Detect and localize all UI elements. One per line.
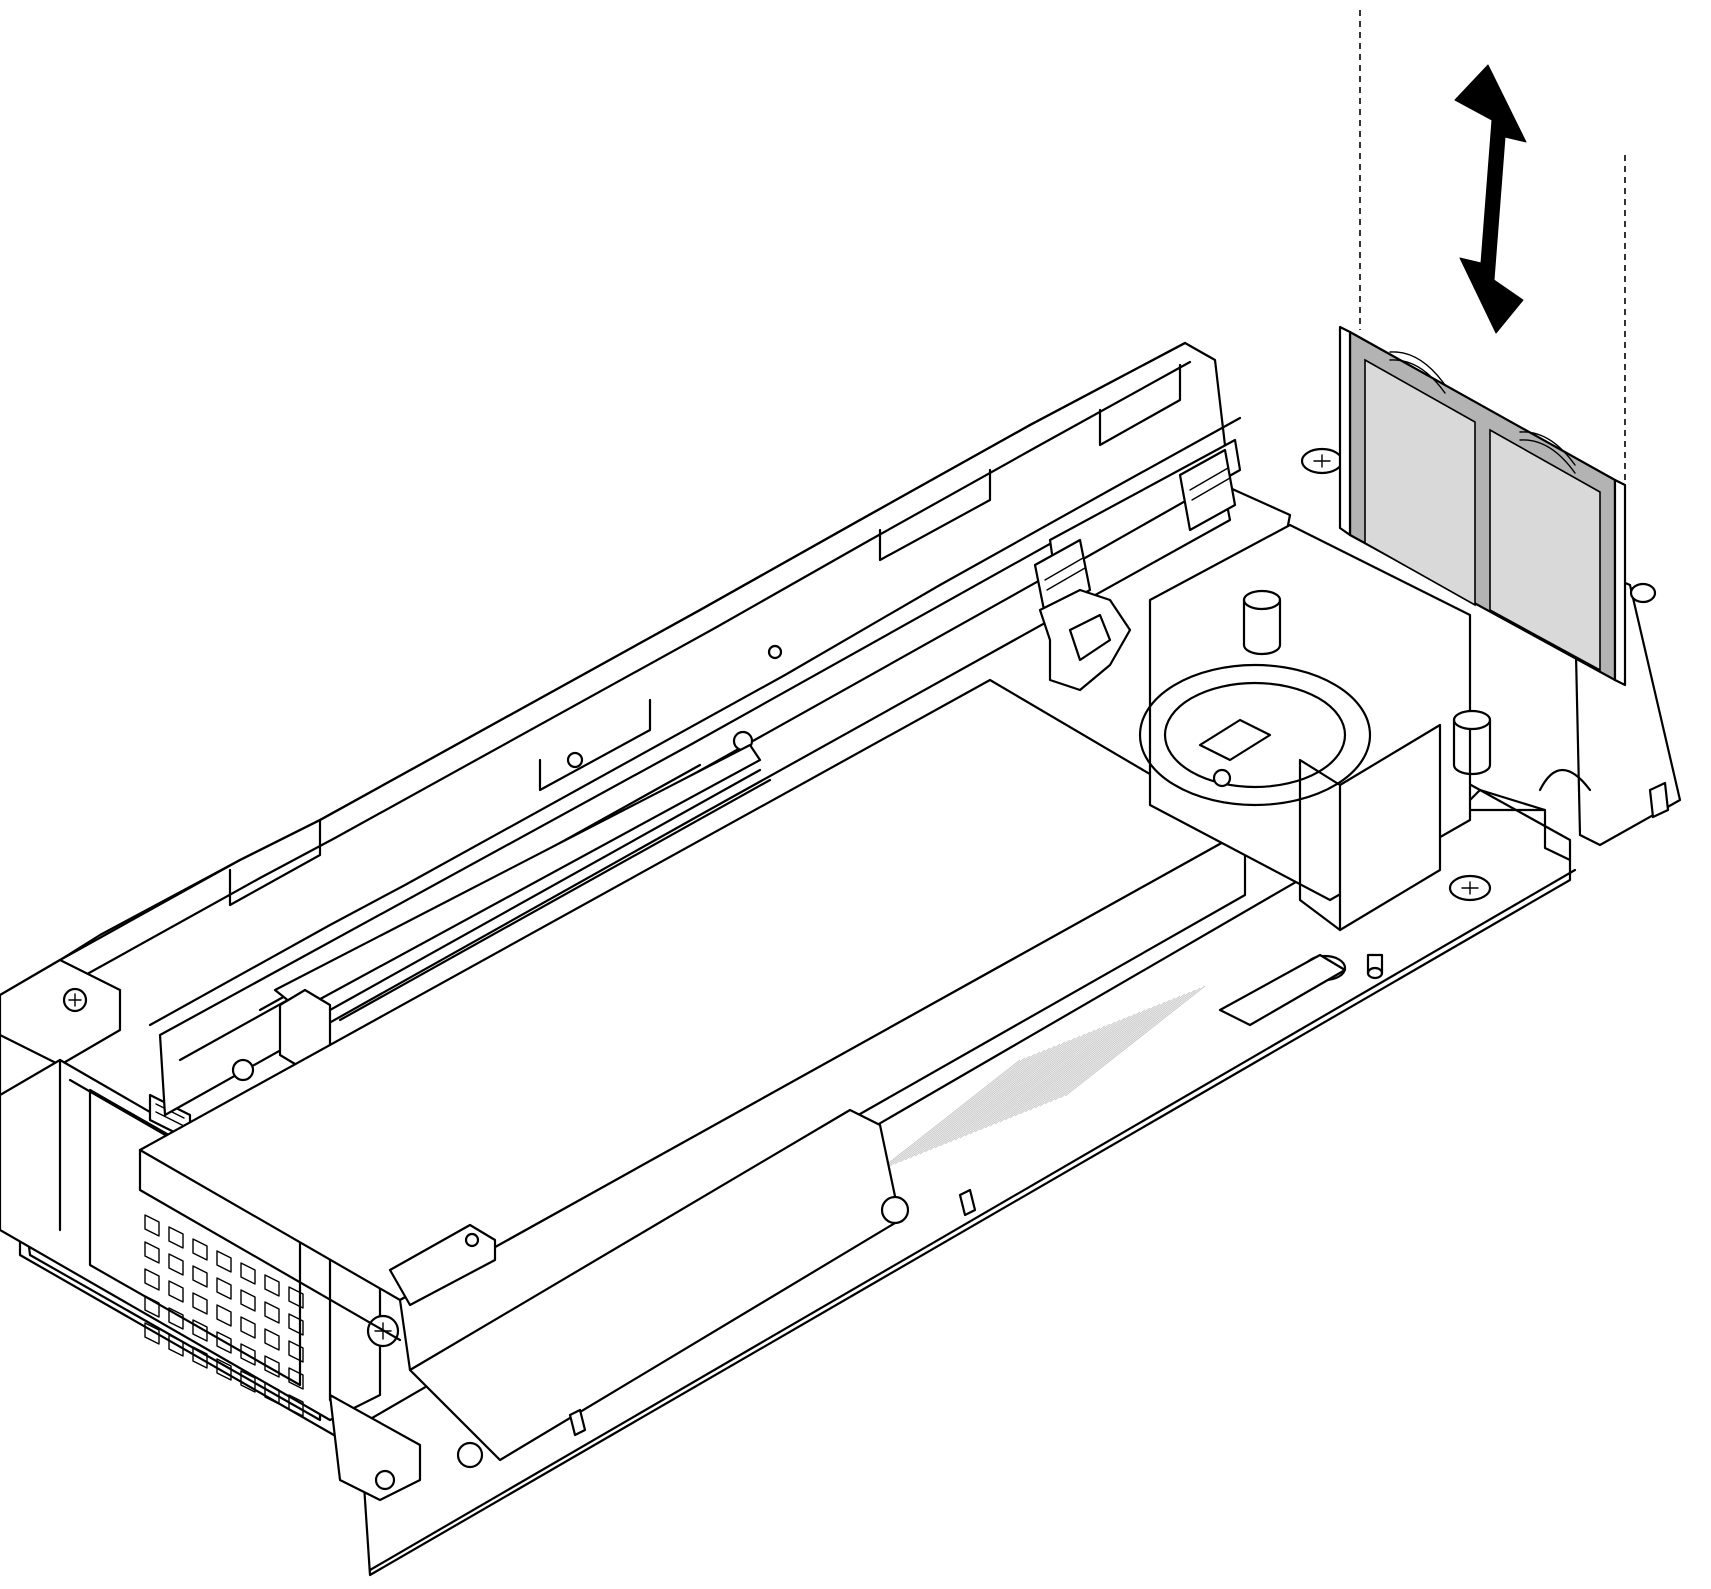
filter-side <box>1338 325 1352 537</box>
hatch-line <box>984 1017 1126 1129</box>
hatch-line <box>894 1053 1036 1165</box>
vent-slot <box>240 1262 256 1285</box>
card-latch <box>1038 588 1132 692</box>
vent-slot <box>216 1358 232 1381</box>
vent-slot <box>168 1280 184 1303</box>
standoff-2 <box>1452 709 1492 776</box>
screw-icon <box>1300 447 1344 475</box>
hatch-line <box>989 1015 1131 1127</box>
vent-slot <box>264 1328 280 1351</box>
vent-slot <box>216 1277 232 1300</box>
vent-slot <box>240 1370 256 1393</box>
vent-slot <box>288 1367 304 1390</box>
vent-slot <box>168 1253 184 1276</box>
standoff-1 <box>1242 589 1282 656</box>
vent-slot <box>168 1307 184 1330</box>
vent-slot <box>168 1226 184 1249</box>
hatch-line <box>1034 997 1176 1109</box>
vent-slot <box>144 1214 160 1237</box>
hatch-line <box>889 1055 1031 1167</box>
vent-slot <box>240 1343 256 1366</box>
hatch-line <box>879 1059 1021 1171</box>
fan-cage <box>1138 447 1492 1027</box>
vent-slot <box>264 1355 280 1378</box>
air-filter <box>1338 325 1627 687</box>
vent-slot <box>168 1334 184 1357</box>
vent-slot <box>144 1268 160 1291</box>
vent-slot <box>216 1331 232 1354</box>
hatch-line <box>1064 985 1206 1097</box>
double-headed-vertical-arrow-icon <box>1454 64 1527 334</box>
filter-mesh-right <box>1489 428 1601 672</box>
hatch-line <box>944 1033 1086 1145</box>
vent-slot <box>144 1241 160 1264</box>
vent-slot <box>288 1340 304 1363</box>
vent-slot <box>192 1265 208 1288</box>
connector-board <box>1033 438 1242 617</box>
gpu-card <box>138 678 1247 1372</box>
vent-slot <box>192 1319 208 1342</box>
hatch-line <box>924 1041 1066 1153</box>
vent-slot <box>264 1382 280 1405</box>
hatch-line <box>1024 1001 1166 1113</box>
hatch-line <box>884 1057 1026 1169</box>
hatch-line <box>1014 1005 1156 1117</box>
heatsink-hatch <box>879 985 1206 1171</box>
vent-grid <box>144 1214 304 1417</box>
hatch-line <box>899 1051 1041 1163</box>
hatch-line <box>954 1029 1096 1141</box>
vent-slot <box>192 1238 208 1261</box>
hatch-line <box>979 1019 1121 1131</box>
hatch-line <box>1054 989 1196 1101</box>
hatch-line <box>909 1047 1051 1159</box>
hatch-line <box>939 1035 1081 1147</box>
riser-card <box>273 743 772 1072</box>
hatch-line <box>974 1021 1116 1133</box>
vent-slot <box>192 1346 208 1369</box>
hatch-line <box>934 1037 1076 1149</box>
hatch-line <box>1004 1009 1146 1121</box>
vent-slot <box>288 1313 304 1336</box>
hatch-line <box>959 1027 1101 1139</box>
alignment-guides <box>1359 10 1626 560</box>
hatch-line <box>1009 1007 1151 1119</box>
card-base-plate <box>408 1108 977 1469</box>
vent-slot <box>288 1286 304 1309</box>
vent-slot <box>288 1394 304 1417</box>
hatch-line <box>914 1045 1056 1157</box>
hatch-line <box>1059 987 1201 1099</box>
vent-slot <box>144 1322 160 1345</box>
vent-slot <box>216 1304 232 1327</box>
hatch-line <box>999 1011 1141 1123</box>
vent-slot <box>240 1289 256 1312</box>
hatch-line <box>919 1043 1061 1155</box>
vent-slot <box>240 1316 256 1339</box>
vent-slot <box>216 1250 232 1273</box>
vent-slot <box>264 1301 280 1324</box>
vent-slot <box>192 1292 208 1315</box>
hatch-line <box>1049 991 1191 1103</box>
hatch-line <box>1044 993 1186 1105</box>
vent-slot <box>264 1274 280 1297</box>
hatch-line <box>1039 995 1181 1107</box>
hatch-line <box>1029 999 1171 1111</box>
screw-icon <box>1448 874 1492 902</box>
hatch-line <box>969 1023 1111 1135</box>
hatch-line <box>904 1049 1046 1161</box>
hatch-line <box>1019 1003 1161 1115</box>
filter-mesh-left <box>1364 358 1476 607</box>
hatch-line <box>929 1039 1071 1151</box>
hatch-line <box>949 1031 1091 1143</box>
hatch-line <box>994 1013 1136 1125</box>
hatch-line <box>964 1025 1106 1137</box>
filter-side-right <box>1613 478 1627 687</box>
vent-slot <box>144 1295 160 1318</box>
